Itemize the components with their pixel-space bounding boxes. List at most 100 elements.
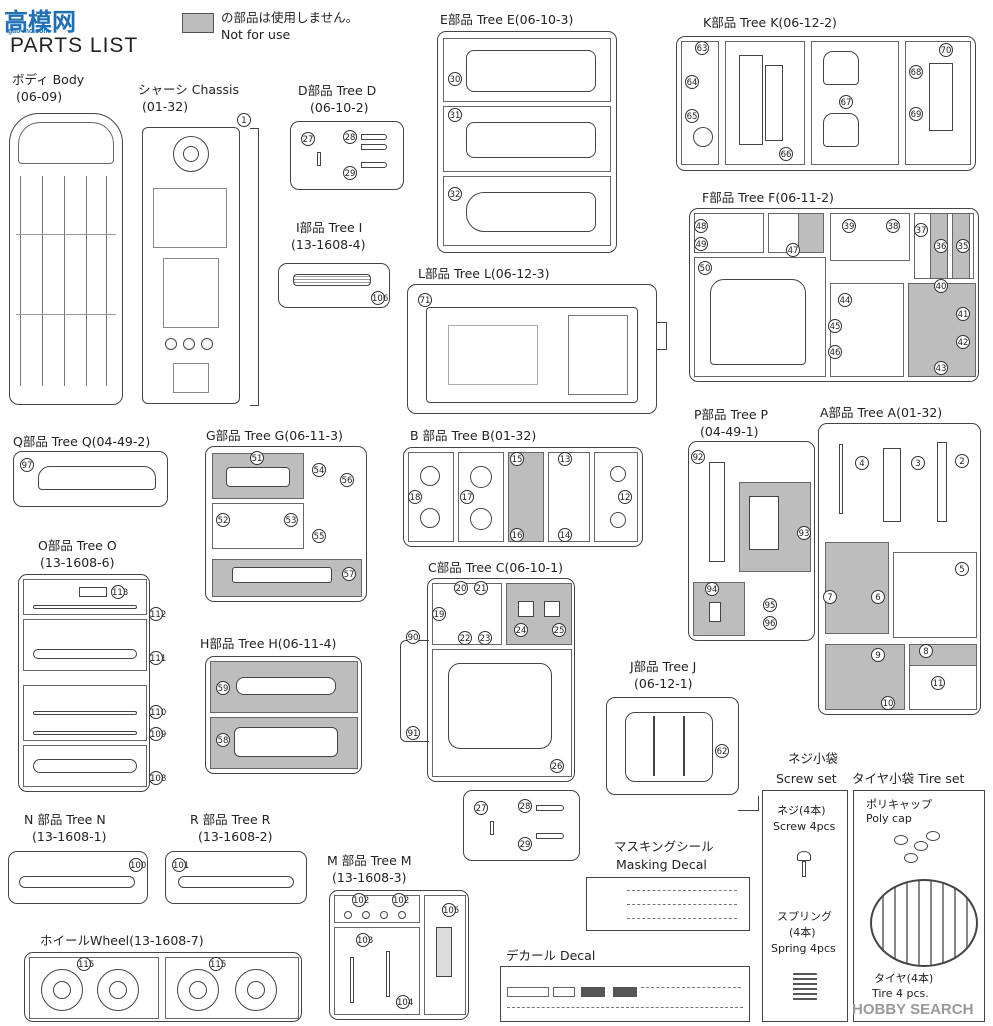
part-number: 93 xyxy=(797,526,811,540)
part-number: 49 xyxy=(694,237,708,251)
part-number: 15 xyxy=(510,452,524,466)
tire-icon xyxy=(870,879,978,967)
part-number: 5 xyxy=(955,562,969,576)
part-number: 32 xyxy=(448,187,462,201)
part-number: 47 xyxy=(786,243,800,257)
part-number: 115 xyxy=(77,957,94,971)
part-number: 102 xyxy=(352,893,369,907)
part-number: 52 xyxy=(216,513,230,527)
watermark-hobby-search: HOBBY SEARCH xyxy=(852,1001,974,1018)
tree-j-tab xyxy=(738,796,759,811)
screw-set-label-jp: ネジ小袋 xyxy=(788,751,839,766)
part-number: 37 xyxy=(914,223,928,237)
screw-item-en: Screw 4pcs xyxy=(773,820,836,833)
tree-b: 18 17 15 13 12 16 14 xyxy=(403,447,643,547)
legend-text-jp: の部品は使用しません。 xyxy=(221,10,359,25)
spring-icon xyxy=(793,971,817,1003)
tree-q-label: Q部品 Tree Q(04-49-2) xyxy=(13,434,151,449)
tree-m-label: M 部品 Tree M xyxy=(327,853,412,868)
tree-b-label: B 部品 Tree B(01-32) xyxy=(410,428,537,443)
chassis-code: (01-32) xyxy=(142,99,189,114)
tree-n-label: N 部品 Tree N xyxy=(24,812,106,827)
part-number: 62 xyxy=(715,744,729,758)
part-number: 100 xyxy=(129,858,146,872)
legend-swatch xyxy=(182,13,214,33)
masking-label-jp: マスキングシール xyxy=(614,839,714,854)
part-number: 18 xyxy=(408,490,422,504)
part-number: 105 xyxy=(442,903,459,917)
part-number: 53 xyxy=(284,513,298,527)
part-number: 6 xyxy=(871,590,885,604)
chassis-rod xyxy=(250,128,259,406)
part-number: 42 xyxy=(956,335,970,349)
tree-e: 30 31 32 xyxy=(437,31,617,253)
part-number: 38 xyxy=(886,219,900,233)
part-number: 56 xyxy=(340,473,354,487)
spring-item-qty: (4本) xyxy=(789,926,816,939)
part-number: 90 xyxy=(406,630,420,644)
tree-a-label: A部品 Tree A(01-32) xyxy=(820,405,943,420)
part-number: 46 xyxy=(828,345,842,359)
part-number: 103 xyxy=(356,933,373,947)
part-number: 68 xyxy=(909,65,923,79)
tree-r: 101 xyxy=(165,851,307,904)
part-number: 40 xyxy=(934,279,948,293)
decal-label: デカール Decal xyxy=(506,948,596,963)
tree-g: 51 54 56 52 53 55 57 xyxy=(205,446,367,602)
spring-item-en: Spring 4pcs xyxy=(771,942,836,955)
masking-label-en: Masking Decal xyxy=(616,857,707,872)
part-number: 95 xyxy=(763,598,777,612)
tree-m-code: (13-1608-3) xyxy=(332,870,407,885)
part-number: 28 xyxy=(518,799,532,813)
body-label: ボディ Body xyxy=(12,72,85,87)
body-drawing xyxy=(9,113,123,405)
part-number: 54 xyxy=(312,463,326,477)
poly-cap-icon xyxy=(894,835,908,845)
tree-h-label: H部品 Tree H(06-11-4) xyxy=(200,636,337,651)
part-number: 63 xyxy=(695,41,709,55)
part-number: 13 xyxy=(558,452,572,466)
tree-p-code: (04-49-1) xyxy=(700,424,759,439)
part-number: 19 xyxy=(432,607,446,621)
part-number: 10 xyxy=(881,696,895,710)
part-number: 11 xyxy=(931,676,945,690)
part-number: 39 xyxy=(842,219,856,233)
tree-p-label: P部品 Tree P xyxy=(694,407,769,422)
tree-d-duplicate: 27 28 29 xyxy=(463,790,580,861)
part-number: 50 xyxy=(698,261,712,275)
part-number: 109 xyxy=(149,727,166,741)
tree-i-label: I部品 Tree I xyxy=(296,220,363,235)
tree-a: 4 3 2 7 6 5 9 10 8 11 xyxy=(818,423,981,715)
part-number: 8 xyxy=(919,644,933,658)
spring-item-jp: スプリング xyxy=(777,910,832,923)
poly-cap-en: Poly cap xyxy=(866,812,912,825)
part-number: 27 xyxy=(474,801,488,815)
part-number: 67 xyxy=(839,95,853,109)
tree-f-label: F部品 Tree F(06-11-2) xyxy=(702,190,834,205)
tree-h: 59 58 xyxy=(205,656,362,774)
part-number: 16 xyxy=(510,528,524,542)
legend-text-en: Not for use xyxy=(221,27,291,42)
part-number: 25 xyxy=(552,623,566,637)
part-number: 94 xyxy=(705,582,719,596)
poly-cap-jp: ポリキャップ xyxy=(866,798,932,811)
tire-set-label: タイヤ小袋 Tire set xyxy=(852,771,965,786)
part-number: 1 xyxy=(237,113,251,127)
part-number: 112 xyxy=(149,607,166,621)
tire-item-jp: タイヤ(4本) xyxy=(874,972,934,985)
tree-l-tab xyxy=(656,322,667,350)
part-number: 102 xyxy=(392,893,409,907)
tree-n-code: (13-1608-1) xyxy=(32,829,107,844)
tree-m: 102 102 103 104 105 xyxy=(329,890,469,1020)
part-number: 9 xyxy=(871,648,885,662)
part-number: 22 xyxy=(458,631,472,645)
part-number: 59 xyxy=(216,681,230,695)
tree-l: 71 xyxy=(407,284,657,414)
part-number: 45 xyxy=(828,319,842,333)
tree-c-label: C部品 Tree C(06-10-1) xyxy=(428,560,563,575)
part-number: 29 xyxy=(343,166,357,180)
part-number: 57 xyxy=(342,567,356,581)
part-number: 108 xyxy=(149,771,166,785)
page-title: PARTS LIST xyxy=(10,34,139,57)
part-number: 113 xyxy=(111,585,128,599)
